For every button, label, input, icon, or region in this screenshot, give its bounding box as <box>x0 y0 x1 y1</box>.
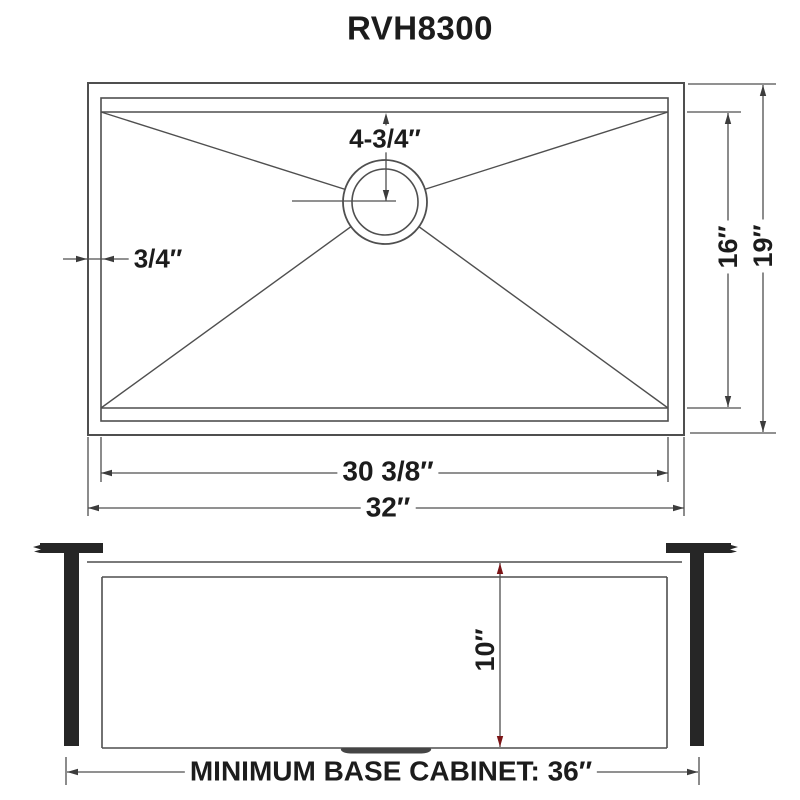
drawing-title: RVH8300 <box>347 9 493 47</box>
dim-label-overall-front-to-back: 19″ <box>748 219 778 273</box>
arrow-left-icon <box>103 255 114 263</box>
cabinet-wall-right <box>690 553 704 746</box>
arrow-up-red-icon <box>496 563 504 574</box>
arrow-down-icon <box>382 190 390 201</box>
arrow-up-icon <box>724 113 732 124</box>
arrow-up-icon <box>759 85 767 96</box>
arrow-up-icon <box>382 113 390 124</box>
drain-outer-circle <box>342 159 428 245</box>
dim-label-drain-offset: 4-3/4″ <box>344 125 426 153</box>
dim-label-rim-width: 3/4″ <box>128 245 188 273</box>
side-view <box>33 543 738 754</box>
slope-line-bottom-right <box>384 201 669 409</box>
drain-stub <box>340 748 432 754</box>
countertop-right <box>666 543 738 553</box>
top-view <box>87 82 685 436</box>
arrow-right-icon <box>673 504 684 512</box>
dim-label-overall-left-to-right: 32″ <box>360 492 416 522</box>
dim-label-bowl-depth: 10″ <box>470 623 500 677</box>
dim-label-bowl-front-to-back: 16″ <box>713 220 743 274</box>
arrow-down-icon <box>759 421 767 432</box>
arrow-down-red-icon <box>496 736 504 747</box>
arrow-left-icon <box>101 469 112 477</box>
cabinet-wall-left <box>64 553 79 746</box>
arrow-left-icon <box>88 504 99 512</box>
arrow-right-icon <box>657 469 668 477</box>
arrow-right-icon <box>76 255 87 263</box>
countertop-left <box>33 543 103 553</box>
arrow-right-icon <box>687 768 698 776</box>
arrow-left-icon <box>67 768 78 776</box>
drain-inner-circle <box>351 168 419 236</box>
slope-line-top-left <box>100 111 386 203</box>
slope-line-top-right <box>384 111 669 203</box>
arrowheads-red <box>496 563 504 747</box>
slope-line-bottom-left <box>100 201 386 409</box>
arrow-down-icon <box>724 396 732 407</box>
dim-label-min-base-cabinet: MINIMUM BASE CABINET: 36″ <box>184 756 598 786</box>
dim-label-bowl-left-to-right: 30 3/8″ <box>337 456 439 486</box>
arrowheads-black <box>67 85 767 776</box>
